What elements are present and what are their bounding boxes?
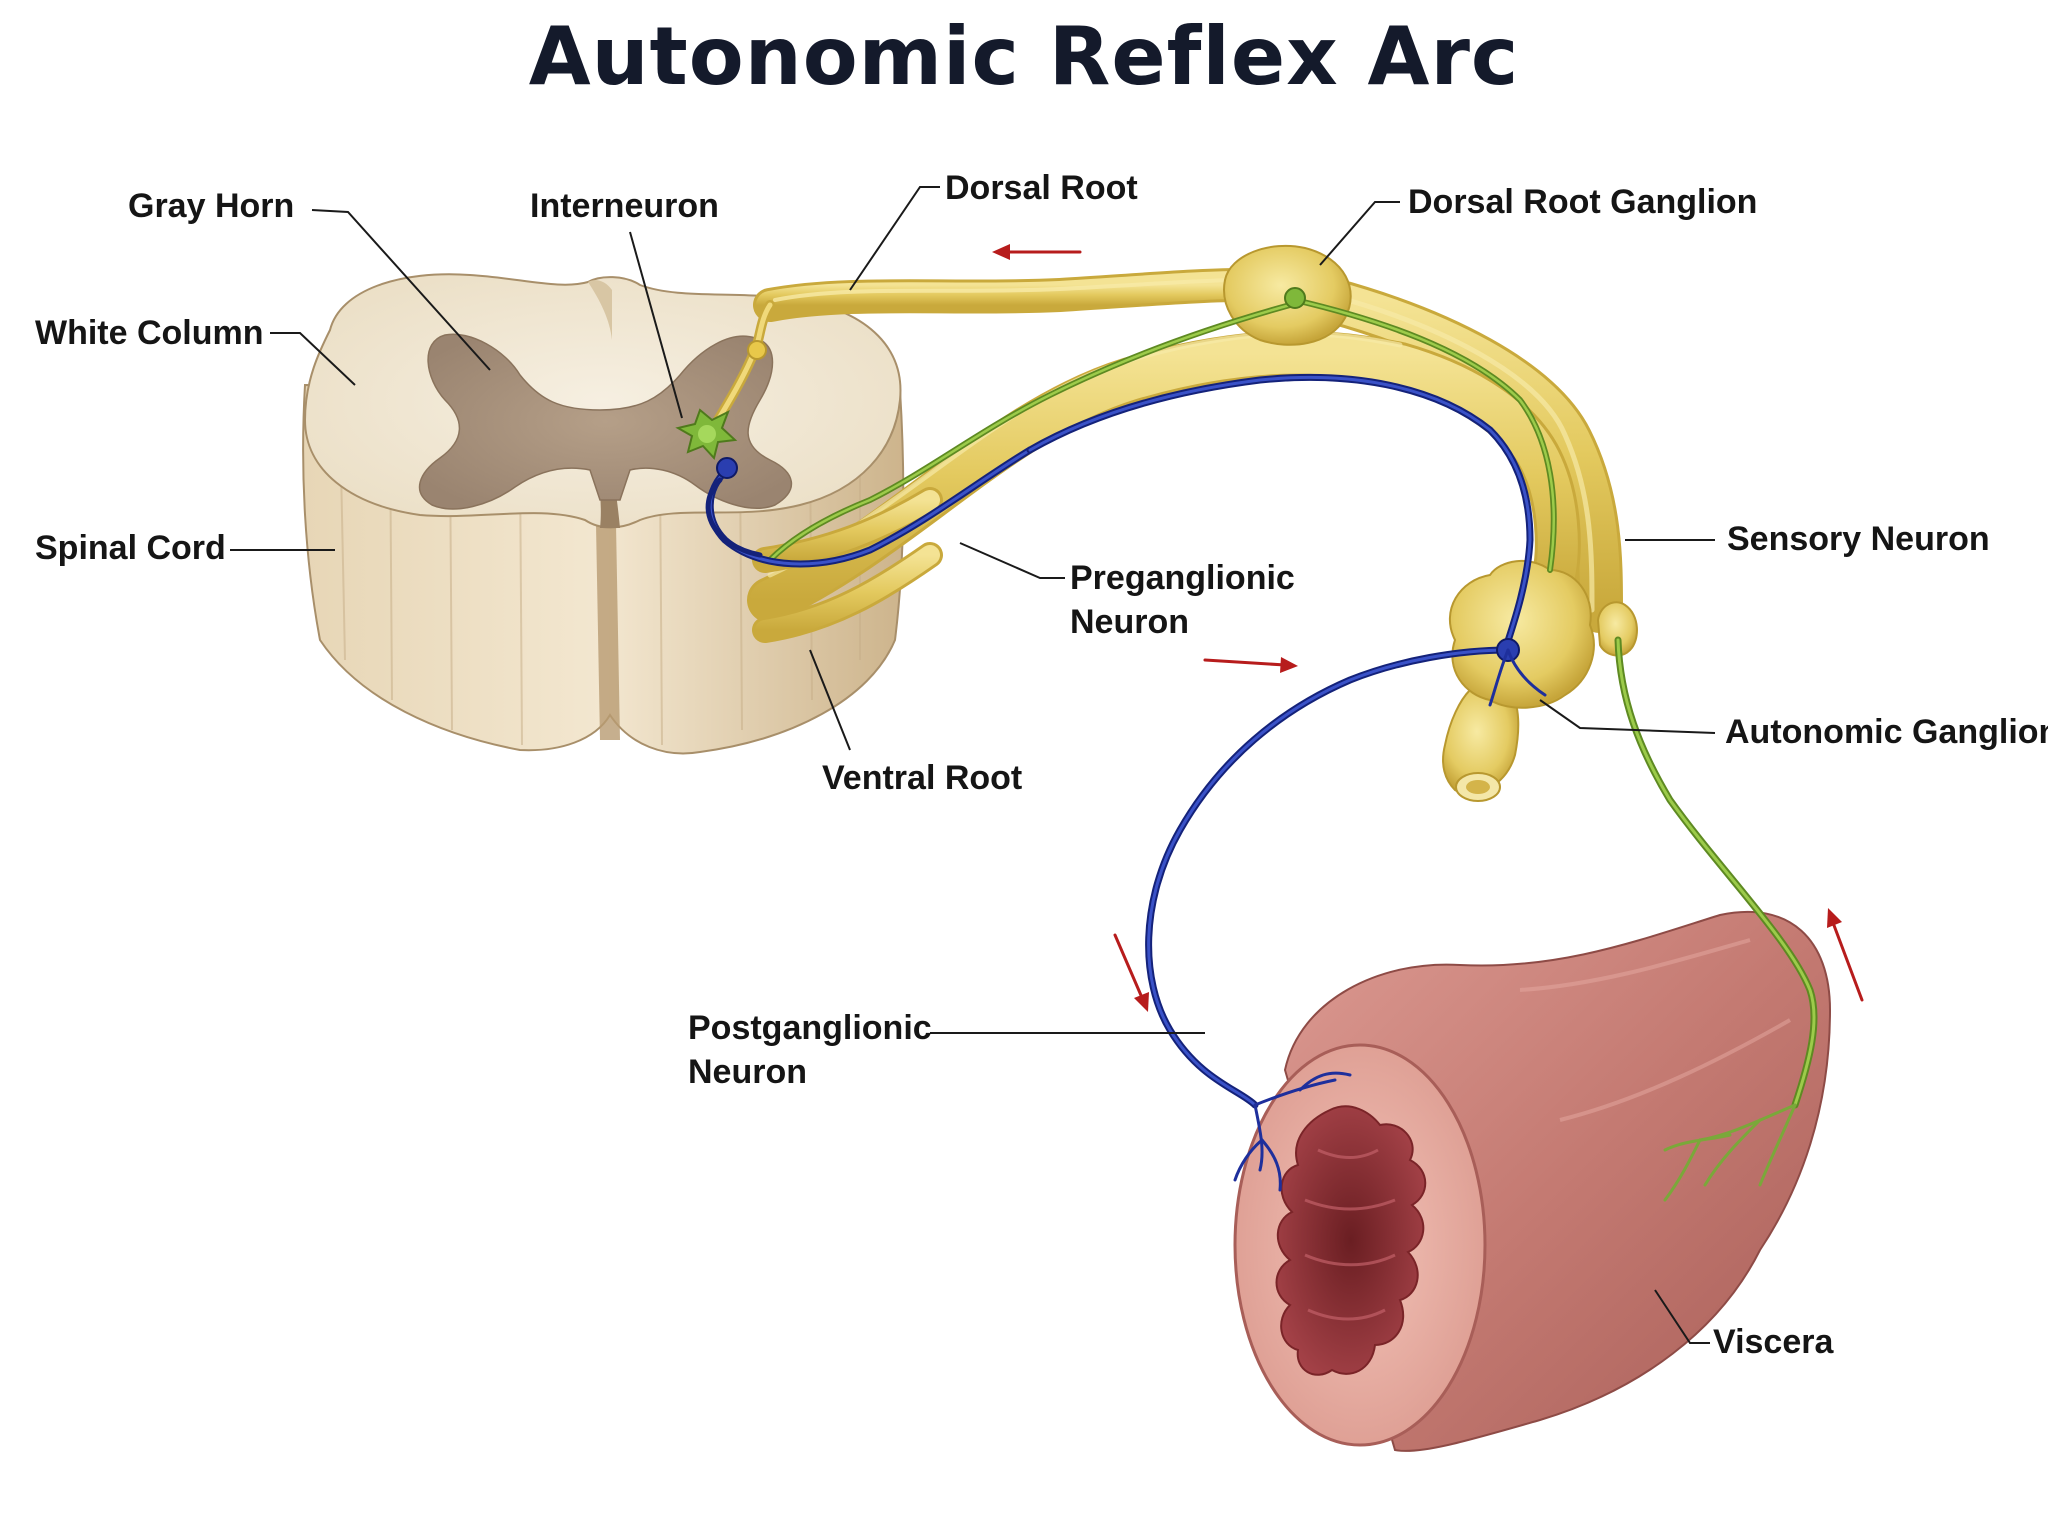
leader-white-column bbox=[270, 332, 356, 386]
sensory-neuron-path bbox=[767, 297, 1818, 1202]
label-spinal-cord: Spinal Cord bbox=[35, 529, 226, 567]
label-preganglionic-neuron: Preganglionic Neuron bbox=[1070, 556, 1295, 644]
label-interneuron: Interneuron bbox=[530, 187, 719, 225]
dorsal-root bbox=[753, 268, 1257, 322]
leader-lines bbox=[230, 186, 1716, 1344]
flow-arrow-icon bbox=[1827, 908, 1864, 1002]
leader-ventral-root bbox=[809, 649, 851, 751]
label-dorsal-root: Dorsal Root bbox=[945, 169, 1138, 207]
label-preganglionic-line-1: Preganglionic bbox=[1070, 559, 1295, 597]
interneuron-cell bbox=[675, 408, 738, 461]
viscera-lumen bbox=[1275, 1105, 1427, 1376]
label-viscera: Viscera bbox=[1713, 1323, 1834, 1361]
label-ventral-root: Ventral Root bbox=[822, 759, 1023, 797]
flow-arrow-icon bbox=[992, 244, 1082, 260]
spinal-nerve-trunk bbox=[1307, 277, 1623, 633]
diagram-title: Autonomic Reflex Arc bbox=[528, 10, 1520, 103]
label-autonomic-ganglion: Autonomic Ganglion bbox=[1725, 713, 2048, 751]
leader-autonomic-ganglion bbox=[1539, 699, 1716, 734]
dorsal-horn-synapse bbox=[747, 340, 767, 360]
leader-viscera bbox=[1654, 1289, 1710, 1344]
gray-horn bbox=[418, 333, 793, 510]
spinal-cord bbox=[302, 273, 905, 755]
leader-preganglionic bbox=[959, 542, 1065, 579]
viscera bbox=[1233, 910, 1832, 1452]
label-postganglionic-line-2: Neuron bbox=[688, 1053, 807, 1091]
label-postganglionic-neuron: Postganglionic Neuron bbox=[688, 1006, 932, 1094]
label-gray-horn: Gray Horn bbox=[128, 187, 295, 225]
label-postganglionic-line-1: Postganglionic bbox=[688, 1009, 932, 1047]
label-dorsal-root-ganglion: Dorsal Root Ganglion bbox=[1408, 183, 1758, 221]
flow-arrow-icon bbox=[1113, 933, 1149, 1012]
leader-dorsal-root-ganglion bbox=[1319, 201, 1400, 266]
autonomic-ganglion bbox=[1442, 559, 1638, 802]
postganglionic-neuron-path bbox=[1145, 638, 1547, 1192]
preganglionic-neuron-path bbox=[705, 373, 1534, 654]
label-preganglionic-line-2: Neuron bbox=[1070, 603, 1189, 641]
leader-gray-horn bbox=[311, 209, 491, 371]
label-white-column: White Column bbox=[35, 314, 264, 352]
sensory-cell-body bbox=[1284, 287, 1306, 309]
leader-interneuron bbox=[629, 231, 683, 419]
flow-arrow-icon bbox=[1203, 657, 1298, 673]
leader-dorsal-root bbox=[849, 186, 940, 291]
label-sensory-neuron: Sensory Neuron bbox=[1727, 520, 1990, 558]
flow-arrows bbox=[992, 244, 1864, 1012]
